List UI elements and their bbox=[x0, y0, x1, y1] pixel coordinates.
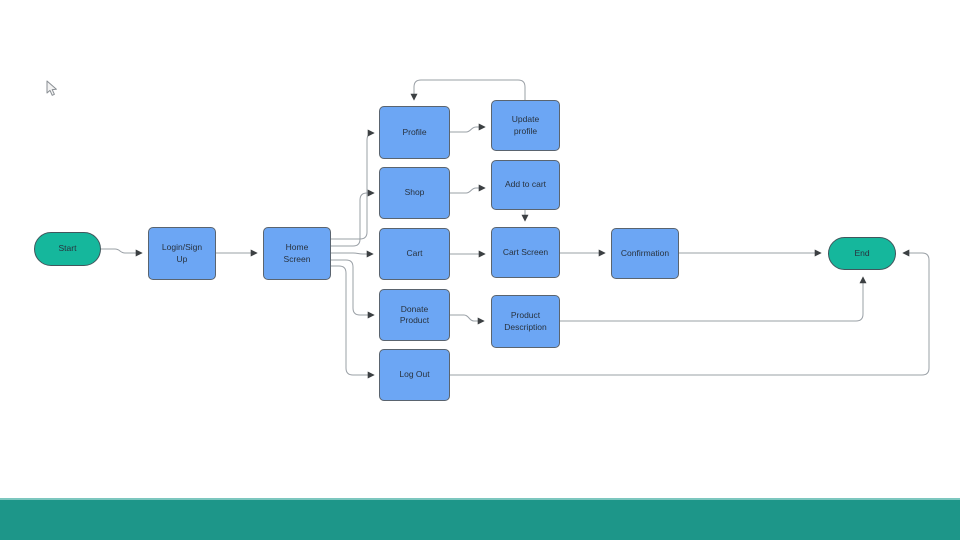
node-label-home-screen: Home Screen bbox=[283, 242, 311, 264]
node-label-donate-product: Donate Product bbox=[399, 303, 430, 325]
node-log-out[interactable]: Log Out bbox=[379, 349, 450, 401]
edge-product-description-to-end[interactable] bbox=[560, 276, 867, 322]
node-shop[interactable]: Shop bbox=[379, 167, 450, 219]
node-label-confirmation: Confirmation bbox=[620, 247, 670, 258]
edge-home-screen-to-cart[interactable] bbox=[331, 250, 374, 258]
edge-group bbox=[101, 79, 930, 379]
edge-start-to-login-sign-up[interactable] bbox=[101, 248, 143, 257]
node-home-screen[interactable]: Home Screen bbox=[263, 227, 331, 280]
node-product-description[interactable]: Product Description bbox=[491, 295, 560, 348]
node-label-shop: Shop bbox=[404, 187, 425, 198]
edge-shop-to-add-to-cart[interactable] bbox=[450, 184, 486, 194]
node-start[interactable]: Start bbox=[34, 232, 101, 266]
footer-bar bbox=[0, 498, 960, 540]
node-add-to-cart[interactable]: Add to cart bbox=[491, 160, 560, 210]
node-donate-product[interactable]: Donate Product bbox=[379, 289, 450, 341]
node-label-add-to-cart: Add to cart bbox=[504, 179, 547, 190]
edge-home-screen-to-shop[interactable] bbox=[331, 189, 375, 247]
node-label-end: End bbox=[854, 247, 870, 258]
edge-home-screen-to-donate-product[interactable] bbox=[331, 259, 375, 319]
node-label-login-sign-up: Login/Sign Up bbox=[161, 242, 203, 264]
node-cart[interactable]: Cart bbox=[379, 228, 450, 280]
node-label-product-description: Product Description bbox=[504, 310, 547, 332]
edge-donate-product-to-product-description[interactable] bbox=[450, 314, 485, 325]
node-label-update-profile: Update profile bbox=[511, 114, 540, 136]
node-confirmation[interactable]: Confirmation bbox=[611, 228, 679, 279]
node-end[interactable]: End bbox=[828, 237, 896, 270]
node-label-cart: Cart bbox=[406, 248, 423, 259]
edge-home-screen-to-log-out[interactable] bbox=[331, 265, 375, 379]
node-login-sign-up[interactable]: Login/Sign Up bbox=[148, 227, 216, 280]
mouse-cursor-icon bbox=[46, 80, 57, 96]
node-label-log-out: Log Out bbox=[399, 369, 430, 380]
node-label-profile: Profile bbox=[402, 126, 427, 137]
node-label-cart-screen: Cart Screen bbox=[502, 246, 549, 257]
edge-log-out-to-end[interactable] bbox=[450, 249, 930, 376]
node-profile[interactable]: Profile bbox=[379, 106, 450, 159]
node-update-profile[interactable]: Update profile bbox=[491, 100, 560, 151]
edge-update-profile-to-profile[interactable] bbox=[410, 79, 526, 101]
edge-home-screen-to-profile[interactable] bbox=[331, 129, 375, 240]
node-label-start: Start bbox=[58, 243, 77, 254]
node-cart-screen[interactable]: Cart Screen bbox=[491, 227, 560, 278]
edge-profile-to-update-profile[interactable] bbox=[450, 123, 486, 133]
